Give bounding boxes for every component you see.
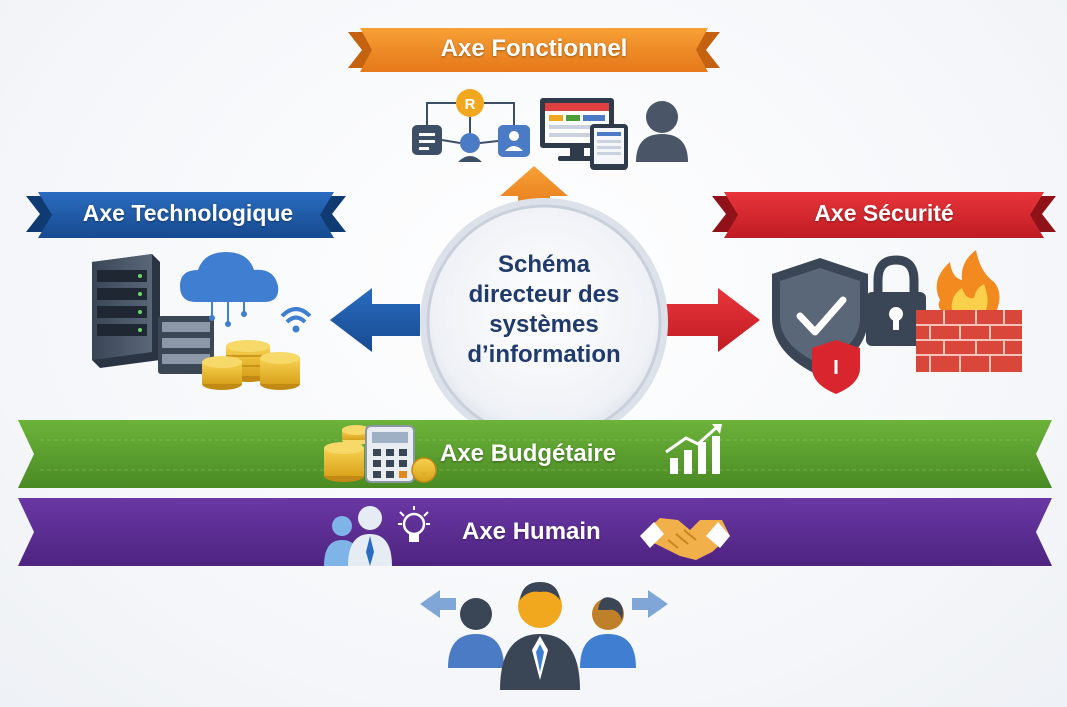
wifi-icon xyxy=(280,307,312,333)
calculator-icon xyxy=(365,425,437,483)
arrow-left xyxy=(330,288,420,352)
budget-coins-icon xyxy=(324,425,370,482)
ribbon-technologique xyxy=(26,192,346,238)
people-icon xyxy=(324,506,392,566)
center-title-line-1: Schéma xyxy=(497,251,591,278)
center-title-line-3: systèmes xyxy=(489,311,599,338)
lightbulb-icon xyxy=(398,506,430,542)
band-humain xyxy=(18,498,1052,566)
ribbon-fonctionnel xyxy=(348,28,720,72)
growth-chart-icon xyxy=(665,424,722,474)
coins-icon xyxy=(202,340,300,390)
workflow-r-icon: R xyxy=(412,89,530,162)
label-axe-budgetaire: Axe Budgétaire xyxy=(440,440,617,467)
center-title-line-4: d’information xyxy=(467,341,621,368)
server-rack-icon xyxy=(92,254,214,374)
handshake-icon xyxy=(640,518,730,560)
shield-check-icon xyxy=(772,258,868,394)
arrow-up xyxy=(500,166,568,216)
ribbon-securite xyxy=(712,192,1056,238)
cloud-icon xyxy=(180,252,279,327)
label-axe-fonctionnel: Axe Fonctionnel xyxy=(440,35,628,62)
svg-text:R: R xyxy=(465,96,476,113)
center-title: Schéma directeur des systèmes d’informat… xyxy=(424,250,664,370)
label-axe-securite: Axe Sécurité xyxy=(814,200,954,226)
arrow-right xyxy=(660,288,760,352)
user-icon xyxy=(636,101,688,162)
band-budgetaire xyxy=(18,420,1052,488)
center-circle xyxy=(420,198,668,446)
center-title-line-2: directeur des xyxy=(468,281,620,308)
firewall-icon xyxy=(916,250,1022,372)
padlock-icon xyxy=(866,255,926,346)
label-axe-humain: Axe Humain xyxy=(462,518,601,545)
team-icon xyxy=(420,582,668,690)
devices-icon xyxy=(540,98,628,170)
label-axe-technologique: Axe Technologique xyxy=(82,200,294,226)
